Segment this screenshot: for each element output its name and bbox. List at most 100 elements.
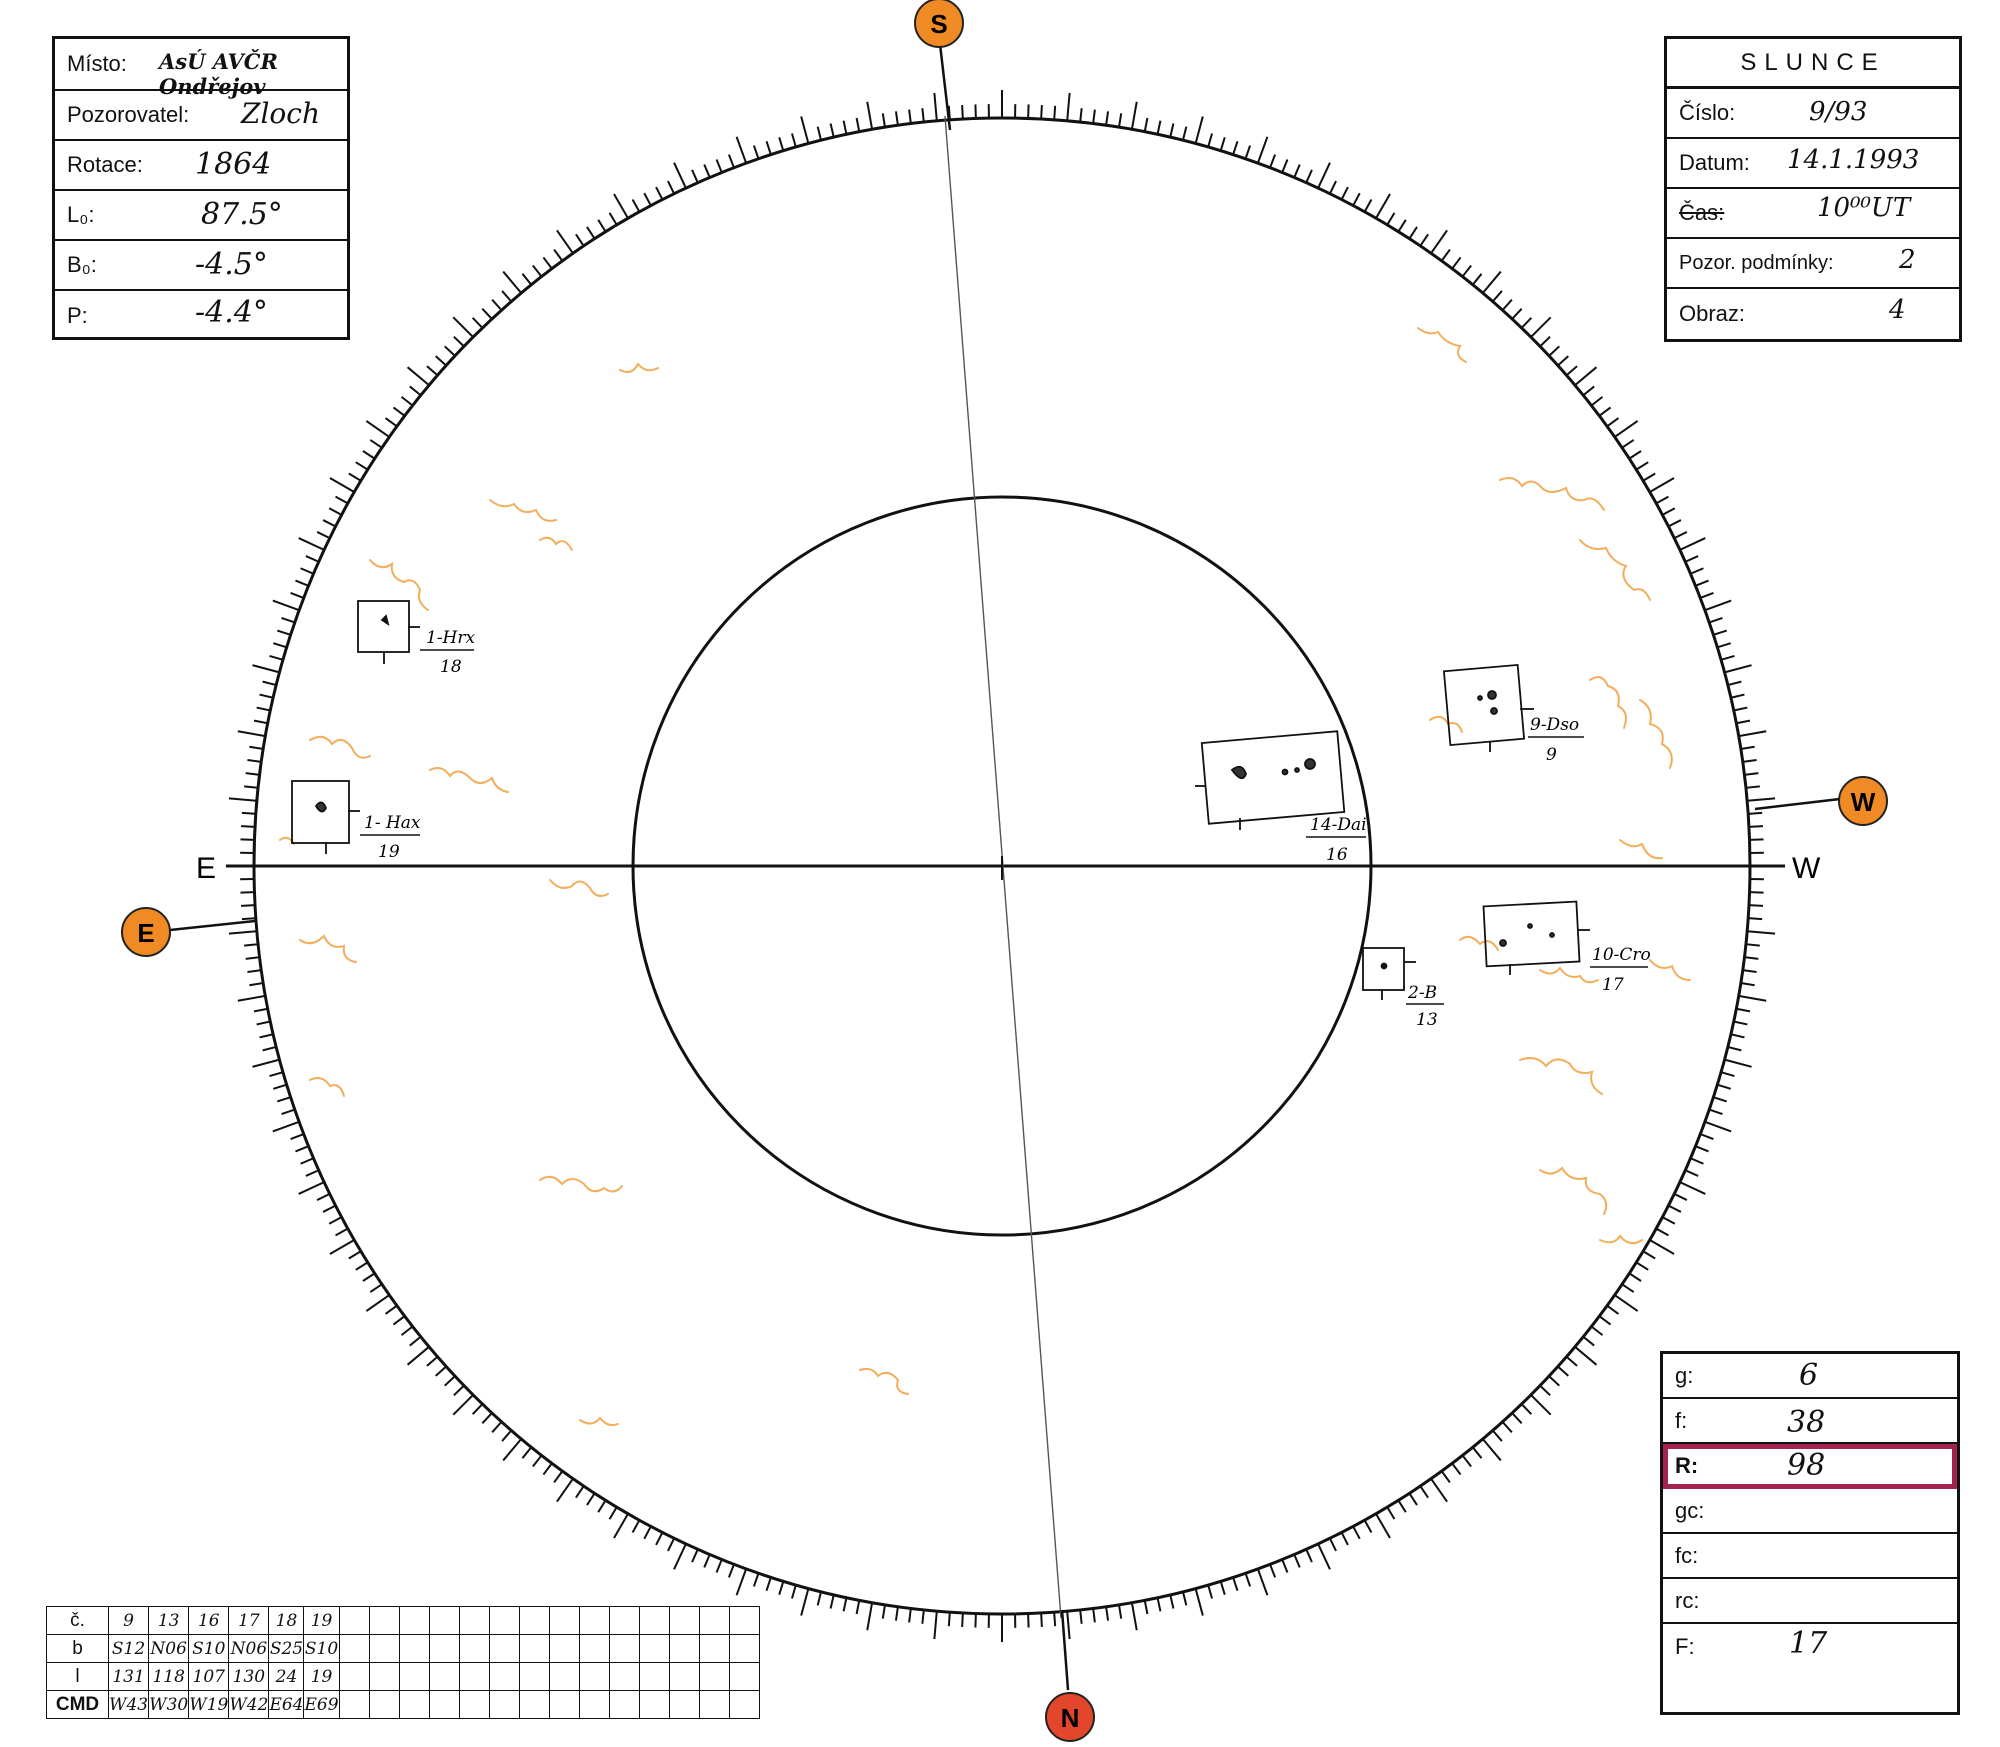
limb-tick [409,1335,422,1347]
limb-tick [553,1470,564,1484]
table-cell [548,1634,580,1663]
facula [549,879,609,897]
sunspot [1490,707,1498,715]
limb-tick [1451,1462,1462,1476]
limb-tick [1530,1394,1552,1416]
limb-tick [727,154,735,169]
limb-tick [881,1604,886,1619]
table-cell [338,1634,370,1663]
limb-tick [521,1446,533,1459]
limb-tick [894,111,899,126]
limb-tick [392,406,406,417]
limb-tick [1744,956,1759,960]
limb-tick [855,1600,861,1615]
limb-tick [1130,1602,1138,1631]
facula [1639,699,1673,769]
slunce-title: SLUNCE [1667,39,1959,89]
limb-tick [816,126,823,141]
limb-tick [365,1294,390,1312]
l0-value: 87.5° [201,197,283,232]
limb-tick [1053,1612,1057,1627]
f-value: 38 [1787,1405,1826,1440]
limb-tick [532,1454,543,1468]
gc-row: gc: [1663,1489,1957,1534]
limb-tick [1066,92,1071,121]
limb-tick [691,169,699,184]
limb-tick [691,1548,699,1563]
limb-tick [1668,519,1682,528]
limb-tick [501,290,513,303]
limb-tick [881,113,886,128]
limb-tick [295,579,309,587]
limb-tick [908,1608,912,1623]
faculae [279,327,1691,1427]
limb-tick [1053,105,1057,120]
limb-tick [1079,1609,1083,1624]
table-cell [338,1662,370,1691]
table-row-header: č. [46,1606,109,1635]
limb-tick [329,477,355,493]
rotace-value: 1864 [195,147,272,182]
limb-tick [1730,1033,1745,1039]
limb-tick [290,1133,305,1141]
limb-tick [259,693,274,699]
facula [1429,715,1463,733]
limb-tick [481,308,493,320]
table-cell [338,1606,370,1635]
limb-tick [1730,693,1745,699]
limb-tick [1745,785,1760,789]
facula [489,499,557,522]
limb-tick [1375,193,1391,219]
sunspot [1477,695,1483,701]
limb-tick [1408,226,1418,240]
p-label: P: [67,303,88,328]
limb-tick [406,366,430,386]
facula [579,1416,619,1427]
r-value: 98 [1787,1448,1826,1483]
table-cell [428,1606,460,1635]
limb-tick [240,904,256,907]
limb-tick [586,1492,596,1506]
limb-tick [272,599,300,612]
limb-tick [1557,1365,1569,1377]
sunspot [1487,690,1497,700]
e-marker-line [169,919,256,932]
limb-tick [1501,299,1513,311]
limb-tick [322,1204,336,1213]
table-cell [638,1662,670,1691]
facula [299,934,357,963]
limb-tick [409,385,422,397]
facula [1539,1166,1608,1215]
limb-tick [1628,1272,1642,1282]
obraz-label: Obraz: [1679,301,1746,326]
limb-tick [829,123,835,138]
limb-tick [655,186,664,200]
limb-tick [295,1145,309,1153]
limb-tick [253,719,268,725]
svg-text:N: N [1061,1703,1080,1733]
limb-tick [961,104,964,120]
table-cell [428,1634,460,1663]
limb-tick [1219,1581,1226,1595]
table-cell: 18 [268,1606,305,1635]
limb-tick [1305,169,1313,184]
limb-tick [244,785,259,789]
table-cell [428,1690,460,1719]
limb-tick [1530,316,1552,338]
limb-tick [631,1519,641,1533]
f-row: f: 38 [1663,1399,1957,1444]
group-name-3: 14-Dai [1310,815,1367,835]
table-row-header: b [46,1634,109,1663]
limb-tick [961,1612,964,1628]
facula [309,1077,345,1097]
facula [1599,1234,1643,1245]
limb-tick [262,1045,277,1052]
limb-tick [575,1485,585,1499]
limb-tick [1181,126,1188,141]
group-number-1: 18 [440,657,462,677]
table-cell [518,1634,550,1663]
limb-tick [1491,1429,1503,1442]
limb-tick [1590,396,1604,407]
limb-tick [228,930,257,935]
limb-tick [259,1033,274,1039]
